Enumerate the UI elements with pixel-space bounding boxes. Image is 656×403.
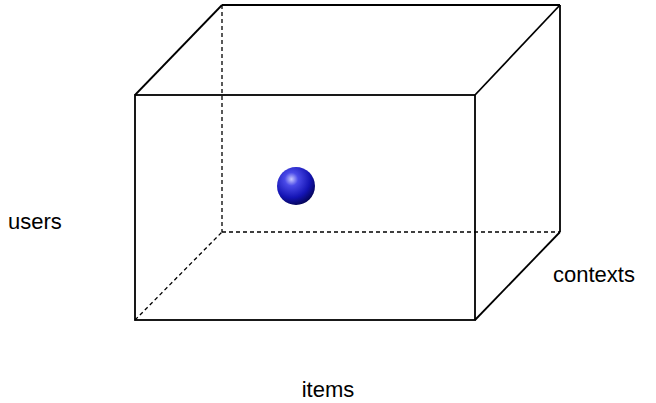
axis-label: contexts xyxy=(553,262,635,288)
data-point-sphere xyxy=(277,167,315,205)
hidden-edge xyxy=(221,5,222,232)
hidden-edge xyxy=(135,232,222,320)
cube-edge xyxy=(475,5,560,95)
cube-edge xyxy=(135,5,222,95)
front-face xyxy=(135,95,475,320)
axis-label: items xyxy=(302,377,355,403)
axis-label: users xyxy=(8,209,62,235)
hidden-edge xyxy=(222,231,560,232)
cube-edge xyxy=(222,4,560,6)
cube-edge xyxy=(475,232,560,320)
cube-edge xyxy=(559,5,561,232)
